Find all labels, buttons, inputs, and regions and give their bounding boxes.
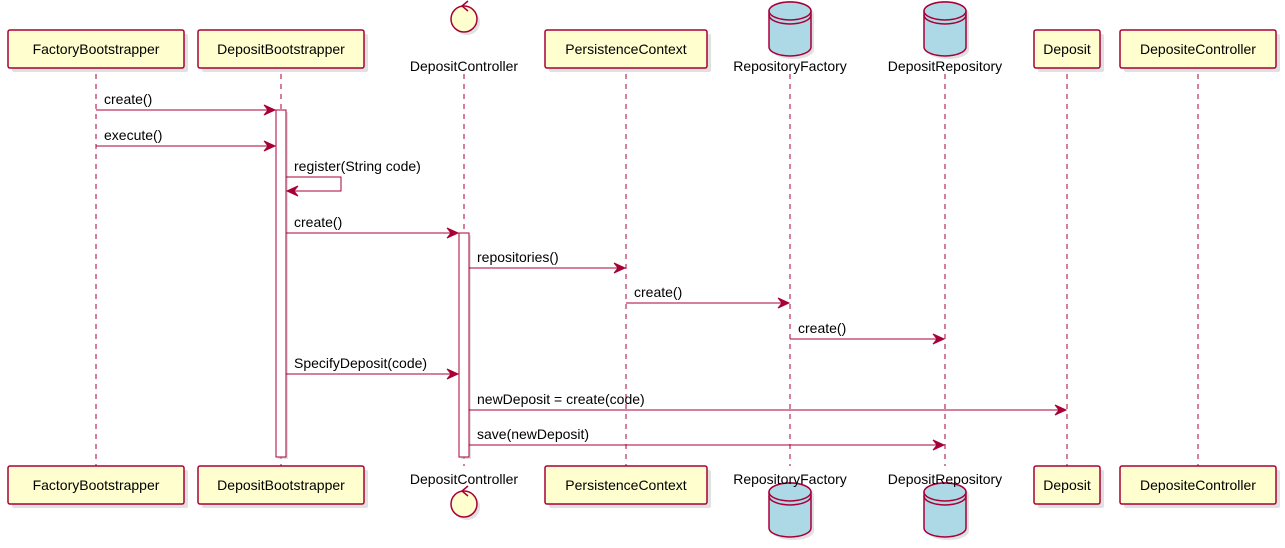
participant-box [1119, 29, 1277, 69]
message-repositories-: repositories() [469, 249, 627, 274]
control-arrow-icon [460, 485, 469, 497]
message-new-deposit-create-code-: newDeposit = create(code) [469, 391, 1068, 416]
message-save-new-deposit-: save(newDeposit) [469, 426, 946, 451]
participant-bottom-deposite-controller: DepositeController [1119, 465, 1280, 508]
message-register-string-code-: register(String code) [285, 158, 421, 197]
participant-box [1033, 465, 1101, 505]
participant-bottom-deposit-bootstrapper: DepositBootstrapper [197, 465, 368, 508]
arrowhead-icon [263, 140, 277, 152]
participant-bottom-repository-factory: RepositoryFactory [733, 471, 847, 540]
message-label: SpecifyDeposit(code) [294, 355, 427, 371]
participants: FactoryBootstrapperFactoryBootstrapperDe… [7, 0, 1280, 540]
arrowhead-icon [932, 333, 946, 345]
participant-label: RepositoryFactory [733, 471, 847, 487]
message-create-: create() [96, 91, 277, 116]
database-top-icon [768, 1, 812, 21]
participant-bottom-deposit-controller: DepositController [410, 471, 518, 520]
participant-label: RepositoryFactory [733, 58, 847, 74]
message-label: newDeposit = create(code) [477, 391, 645, 407]
participant-bottom-persistence-context: PersistenceContext [544, 465, 711, 508]
participant-label: DepositController [410, 58, 518, 74]
message-label: register(String code) [294, 158, 421, 174]
message-execute-: execute() [96, 127, 277, 152]
arrowhead-icon [1054, 404, 1068, 416]
arrowhead-icon [613, 262, 627, 274]
message-line [286, 176, 342, 192]
arrowhead-icon [777, 297, 791, 309]
participant-bottom-factory-bootstrapper: FactoryBootstrapper [7, 465, 188, 508]
message-label: create() [634, 284, 682, 300]
participant-label: FactoryBootstrapper [33, 41, 160, 57]
message-create-: create() [286, 214, 460, 239]
participant-label: DepositRepository [888, 471, 1002, 487]
arrowhead-icon [446, 227, 460, 239]
participant-label: FactoryBootstrapper [33, 477, 160, 493]
participant-label: DepositeController [1140, 41, 1256, 57]
participant-top-repository-factory: RepositoryFactory [733, 1, 847, 74]
participant-box [544, 29, 708, 69]
participant-top-factory-bootstrapper: FactoryBootstrapper [7, 29, 188, 72]
message-create-: create() [790, 320, 946, 345]
arrowhead-icon [446, 368, 460, 380]
participant-label: DepositeController [1140, 477, 1256, 493]
database-rim-icon [768, 495, 812, 506]
message-label: create() [294, 214, 342, 230]
participant-label: DepositRepository [888, 58, 1002, 74]
participant-box [197, 29, 365, 69]
participant-top-deposit-controller: DepositController [410, 0, 518, 74]
activation-bars [275, 109, 471, 459]
participant-label: Deposit [1043, 477, 1091, 493]
participant-label: DepositController [410, 471, 518, 487]
database-rim-icon [923, 495, 967, 506]
message-label: repositories() [477, 249, 559, 265]
database-top-icon [768, 482, 812, 502]
participant-bottom-deposit: Deposit [1033, 465, 1104, 508]
control-icon [450, 490, 478, 518]
participant-top-deposit: Deposit [1033, 29, 1104, 72]
database-rim-icon [768, 14, 812, 25]
participant-top-persistence-context: PersistenceContext [544, 29, 711, 72]
activation-bar [275, 109, 287, 458]
participant-box [197, 465, 365, 505]
arrowhead-icon [285, 185, 299, 197]
message-label: execute() [104, 127, 162, 143]
participant-top-deposit-bootstrapper: DepositBootstrapper [197, 29, 368, 72]
arrowhead-icon [932, 439, 946, 451]
messages: create() execute() register(String code) cr… [96, 91, 1068, 451]
participant-label: DepositBootstrapper [217, 41, 345, 57]
message-create-: create() [626, 284, 791, 309]
lifelines [95, 74, 1199, 466]
participant-top-deposit-repository: DepositRepository [888, 1, 1002, 74]
message-label: save(newDeposit) [477, 426, 589, 442]
database-top-icon [923, 1, 967, 21]
database-top-icon [923, 482, 967, 502]
participant-box [1119, 465, 1277, 505]
participant-box [7, 29, 185, 69]
message-specify-deposit-code-: SpecifyDeposit(code) [286, 355, 460, 380]
participant-label: PersistenceContext [565, 477, 687, 493]
participant-bottom-deposit-repository: DepositRepository [888, 471, 1002, 540]
participant-label: PersistenceContext [565, 41, 687, 57]
message-label: create() [104, 91, 152, 107]
participant-box [1033, 29, 1101, 69]
message-label: create() [798, 320, 846, 336]
arrowhead-icon [263, 104, 277, 116]
participant-box [544, 465, 708, 505]
control-arrow-icon [460, 0, 469, 12]
control-icon [450, 5, 478, 33]
participant-box [7, 465, 185, 505]
database-rim-icon [923, 14, 967, 25]
activation-bar [458, 232, 470, 458]
participant-label: DepositBootstrapper [217, 477, 345, 493]
participant-top-deposite-controller: DepositeController [1119, 29, 1280, 72]
participant-label: Deposit [1043, 41, 1091, 57]
